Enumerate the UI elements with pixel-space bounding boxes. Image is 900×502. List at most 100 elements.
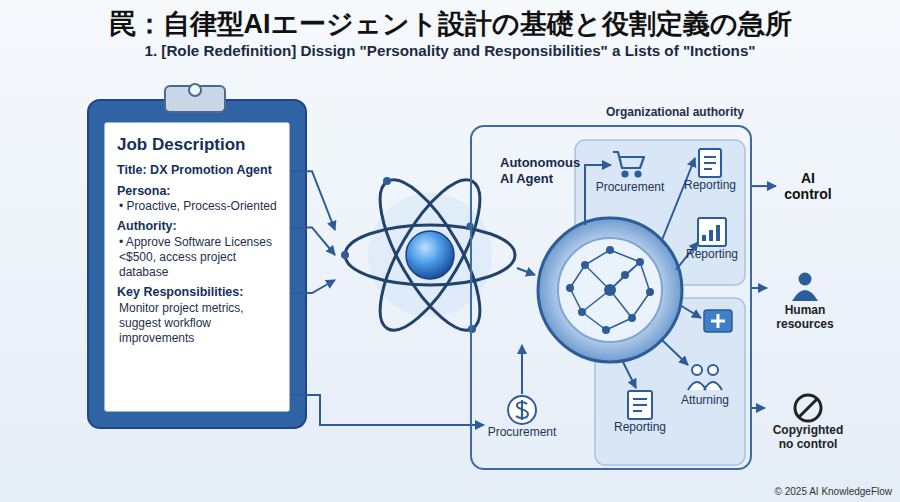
- network-link: [610, 262, 640, 290]
- arrow: [517, 268, 535, 275]
- dollar-sign: [516, 400, 528, 420]
- network-dot: [566, 284, 574, 292]
- network-link: [570, 288, 582, 312]
- electron: [341, 251, 349, 259]
- slash: [799, 399, 817, 417]
- chart-icon: [698, 218, 726, 246]
- electron: [383, 177, 391, 185]
- network-link: [585, 250, 610, 265]
- function-item: Copyrighted no control: [765, 392, 851, 452]
- atom-nucleus: [406, 231, 454, 279]
- region-text: Organizational authority: [606, 105, 744, 119]
- network-core: [558, 238, 662, 342]
- medkit-cross: [711, 314, 725, 328]
- function-item: Reporting: [607, 389, 673, 435]
- head: [708, 365, 718, 375]
- item-text: Procurement: [590, 181, 670, 195]
- cart-wheel: [623, 172, 628, 177]
- function-item: Reporting: [680, 216, 744, 262]
- arrow: [662, 158, 695, 240]
- cart-wheel: [636, 172, 641, 177]
- connector-arrow: [290, 171, 335, 230]
- item-text: Human resources: [767, 304, 843, 332]
- connector-arrow: [752, 287, 767, 289]
- network-link: [610, 250, 640, 262]
- arrow: [680, 305, 701, 318]
- ring: [795, 395, 821, 421]
- doc-sheet: [699, 149, 721, 177]
- connector-arrow: [521, 345, 523, 394]
- orbit: [345, 225, 515, 285]
- connector-arrow: [752, 407, 765, 409]
- paper-v: Monitor project metrics, suggest workflo…: [117, 301, 279, 346]
- network-dot: [621, 271, 629, 279]
- function-item: Atturning: [669, 362, 741, 408]
- paper-h: Job Description: [117, 135, 279, 155]
- body: [792, 290, 818, 301]
- network-link: [632, 292, 650, 318]
- electrons: [341, 177, 476, 333]
- network-dot: [606, 246, 614, 254]
- copyright-note: © 2025 AI KnowledgeFlow: [775, 486, 892, 497]
- item-text: Procurement: [484, 426, 560, 440]
- network-disc: [538, 218, 682, 362]
- arrow: [662, 340, 688, 365]
- connector-arrow: [752, 185, 776, 187]
- arrow: [622, 360, 636, 388]
- agent-atom: Autonomous AI Agent: [335, 150, 555, 345]
- head: [692, 365, 702, 375]
- network-dot: [581, 261, 589, 269]
- medkit-icon: [704, 310, 732, 332]
- orbit: [362, 166, 499, 343]
- connector-arrow: [290, 395, 484, 425]
- network-link: [570, 265, 585, 288]
- item-text: Copyrighted no control: [765, 424, 851, 452]
- atom-orbits: [345, 166, 515, 343]
- person-icon: [792, 273, 818, 302]
- side-text: AI control: [776, 170, 840, 202]
- doc-lines: [704, 157, 716, 169]
- paper-v: • Proactive, Process-Oriented: [117, 199, 279, 214]
- chart-frame: [698, 218, 726, 246]
- paper-k: Persona:: [117, 184, 279, 200]
- function-item: Procurement: [590, 149, 670, 195]
- money-icon: [508, 396, 536, 424]
- function-item: Procurement: [484, 394, 560, 440]
- chart-bars: [704, 225, 718, 241]
- item-text: Atturning: [669, 394, 741, 408]
- head: [799, 273, 812, 286]
- subtitle: 1. [Role Redefinition] Dissign "Personal…: [0, 42, 900, 59]
- connector-arrow: [290, 280, 335, 293]
- arrow: [585, 165, 611, 225]
- network-link: [606, 318, 632, 330]
- function-item: Reporting: [679, 147, 741, 193]
- document-icon: [628, 391, 652, 419]
- coin: [508, 396, 536, 424]
- cart-body: [613, 152, 644, 168]
- atom-text: Autonomous AI Agent: [500, 155, 580, 186]
- atom-glow: [368, 193, 492, 317]
- doc-lines: [633, 399, 647, 411]
- paper-k: Key Responsibilities:: [117, 285, 279, 301]
- medkit-box: [704, 310, 732, 332]
- network-dot: [646, 288, 654, 296]
- network-dot: [578, 308, 586, 316]
- function-item: Human resources: [767, 272, 843, 332]
- prohibited-icon: [795, 395, 821, 421]
- paper-k: Authority:: [117, 219, 279, 235]
- job-description-sheet: Job DescriptionTitle: DX Promotion Agent…: [104, 122, 290, 412]
- item-text: Reporting: [679, 179, 741, 193]
- network-link: [582, 312, 606, 330]
- item-text: Reporting: [607, 421, 673, 435]
- document-icon: [699, 149, 721, 177]
- network-link: [640, 262, 650, 292]
- control-target: AI control: [776, 170, 840, 202]
- function-arrows: [517, 158, 701, 388]
- clipboard-board: [88, 100, 306, 428]
- network-dot: [628, 314, 636, 322]
- network-dot: [636, 258, 644, 266]
- people-icon: [688, 365, 722, 390]
- paper-v: • Approve Software Licenses <$500, acces…: [117, 235, 279, 280]
